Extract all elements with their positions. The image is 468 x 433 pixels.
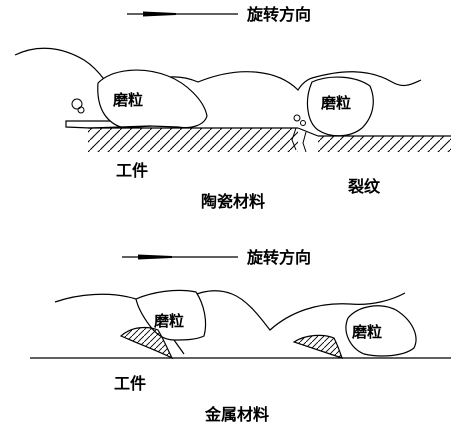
ceramic-crack-label: 裂纹 xyxy=(347,177,381,196)
ceramic-pore xyxy=(300,120,306,126)
metal-chip-1 xyxy=(119,326,174,360)
metal-panel: 旋转方向 磨粒 磨粒 工件 金属材料 xyxy=(30,248,451,424)
metal-abrasive-grain-1 xyxy=(135,289,207,341)
metal-grain-label-2: 磨粒 xyxy=(351,323,382,341)
metal-wheel-bond-outline xyxy=(54,290,406,331)
ceramic-crack-icon xyxy=(291,127,307,153)
metal-workpiece-label: 工件 xyxy=(114,374,146,393)
ceramic-rotation-arrow-icon xyxy=(127,11,238,17)
metal-abrasive-grain-2 xyxy=(345,305,417,357)
ceramic-workpiece xyxy=(88,127,451,152)
ceramic-grain-label-1: 磨粒 xyxy=(112,91,143,109)
metal-rotation-arrow-icon xyxy=(122,254,238,260)
ceramic-rotation-label: 旋转方向 xyxy=(246,5,311,24)
metal-chip-2 xyxy=(292,334,343,359)
ceramic-pore xyxy=(77,106,85,114)
ceramic-pore xyxy=(71,98,83,110)
ceramic-wheel-bond-outline xyxy=(14,47,422,106)
ceramic-panel: 旋转方向 磨粒 磨粒 工件 陶瓷材料 xyxy=(14,5,451,211)
ceramic-pore xyxy=(293,114,301,122)
metal-grain-label-1: 磨粒 xyxy=(153,312,184,330)
ceramic-material-label: 陶瓷材料 xyxy=(201,192,265,211)
metal-rotation-label: 旋转方向 xyxy=(246,248,311,267)
ceramic-grain-label-2: 磨粒 xyxy=(320,94,351,112)
metal-material-label: 金属材料 xyxy=(204,405,269,424)
ceramic-abrasive-grain-1 xyxy=(97,69,208,129)
ceramic-abrasive-grain-2 xyxy=(306,76,374,137)
ceramic-workpiece-label: 工件 xyxy=(116,161,148,180)
